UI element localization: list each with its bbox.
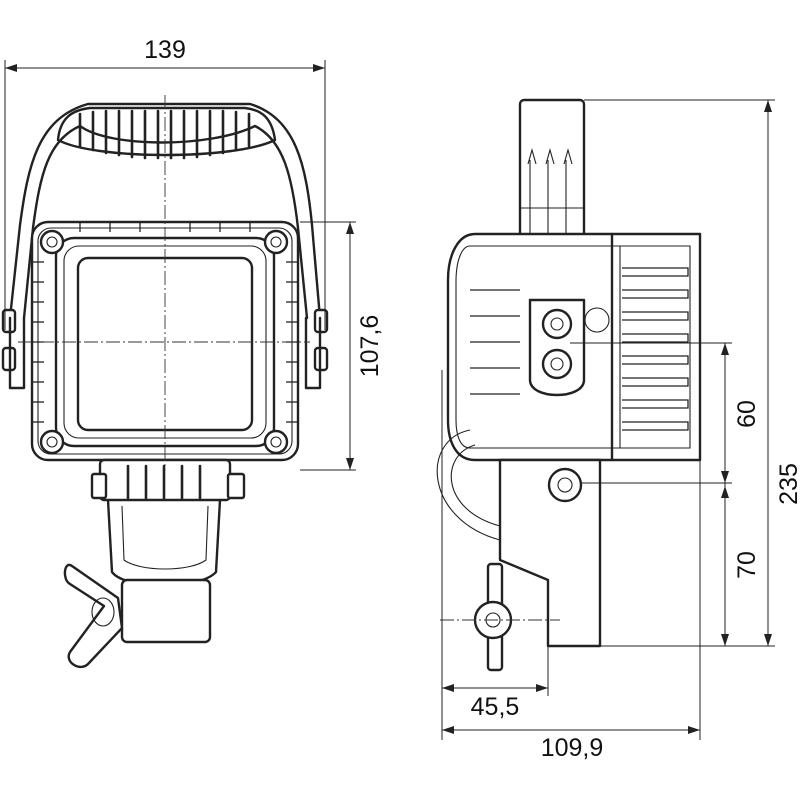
- handle-grip-ribs: [78, 109, 251, 160]
- front-view: [1, 95, 329, 669]
- dim-bracket-depth: 45,5: [471, 693, 520, 721]
- side-housing: [446, 232, 702, 462]
- dimension-lines: [4, 60, 775, 740]
- front-mount: [63, 458, 246, 669]
- dim-housing-height: 107,6: [356, 315, 384, 378]
- wing-nut: [63, 563, 124, 669]
- mount-ribs: [126, 464, 202, 500]
- front-corner-screws: [39, 229, 289, 455]
- side-mount: [436, 429, 602, 672]
- dimension-labels: 139 107,6 235 60 70 45,5 109,9: [144, 36, 800, 762]
- dim-overall-height: 235: [775, 463, 800, 505]
- dim-overall-width: 139: [144, 36, 186, 64]
- dim-lower-offset: 70: [733, 551, 761, 579]
- side-view: [436, 98, 702, 672]
- side-fins: [470, 267, 689, 431]
- front-handle: [1, 102, 329, 390]
- dim-overall-depth: 109,9: [541, 734, 604, 762]
- dim-upper-offset: 60: [733, 400, 761, 428]
- housing-edge-fins: [32, 222, 298, 423]
